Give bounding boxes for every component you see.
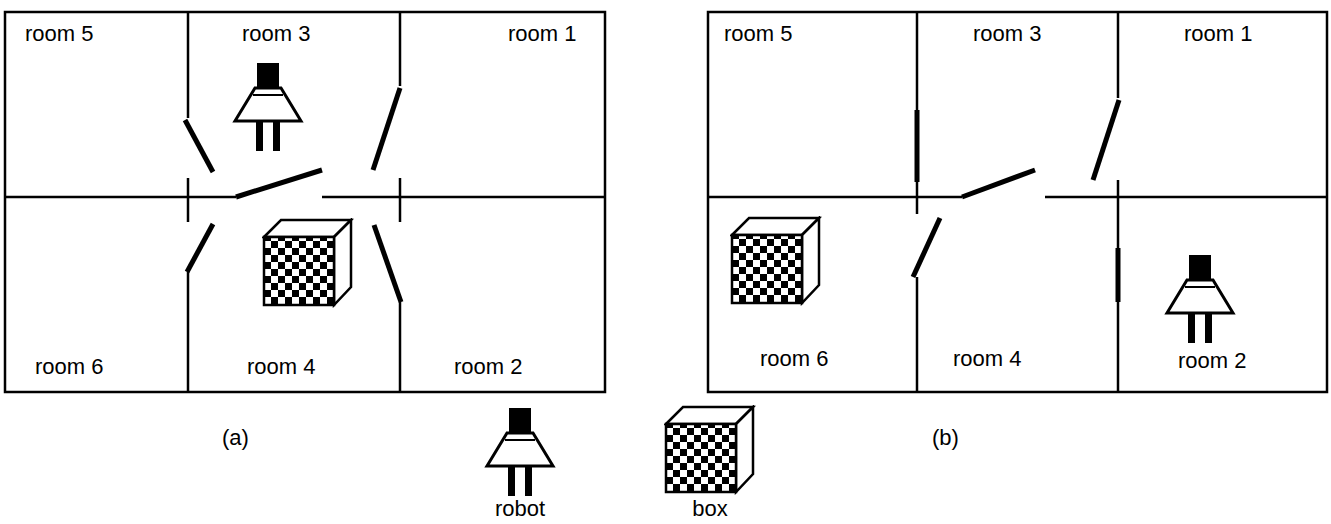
legend-box-icon [666, 407, 753, 492]
box-icon [732, 218, 819, 303]
plan-b-walls [708, 12, 1327, 392]
room-label: room 6 [760, 347, 828, 371]
room: room 5 [5, 12, 188, 197]
room-label: room 1 [508, 22, 576, 46]
panel-letter: (b) [932, 426, 959, 450]
room: room 3 [188, 12, 400, 197]
room-label: room 1 [1184, 22, 1252, 46]
room-label: room 3 [242, 22, 310, 46]
legend-text: robot [495, 497, 545, 521]
legend-robot-icon [487, 408, 553, 496]
room: room 2 [400, 197, 605, 392]
room-label: room 2 [454, 355, 522, 379]
room-label: room 4 [247, 355, 315, 379]
room: room 1 [400, 12, 605, 197]
room: room 6 [5, 197, 188, 392]
room: room 4 [188, 197, 400, 392]
room-label: room 5 [25, 22, 93, 46]
plan-a-walls [5, 12, 605, 392]
panel-letter: (a) [222, 426, 249, 450]
box-icon [264, 220, 351, 305]
room: room 4 [917, 197, 1118, 392]
room-label: room 3 [973, 22, 1041, 46]
robot-icon [235, 63, 301, 151]
room-label: room 5 [724, 22, 792, 46]
legend-text: box [692, 497, 727, 521]
panel-label: (a) [222, 426, 249, 450]
legend-item: box [692, 497, 727, 521]
room-label: room 6 [35, 355, 103, 379]
legend-item: robot [495, 497, 545, 521]
room: room 2 [1118, 197, 1327, 392]
robot-icon [1167, 255, 1233, 343]
room: room 1 [1118, 12, 1327, 197]
room: room 6 [708, 197, 917, 392]
room-label: room 2 [1178, 349, 1246, 373]
room: room 5 [708, 12, 917, 197]
panel-label: (b) [932, 426, 959, 450]
room: room 3 [917, 12, 1118, 197]
room-label: room 4 [953, 347, 1021, 371]
